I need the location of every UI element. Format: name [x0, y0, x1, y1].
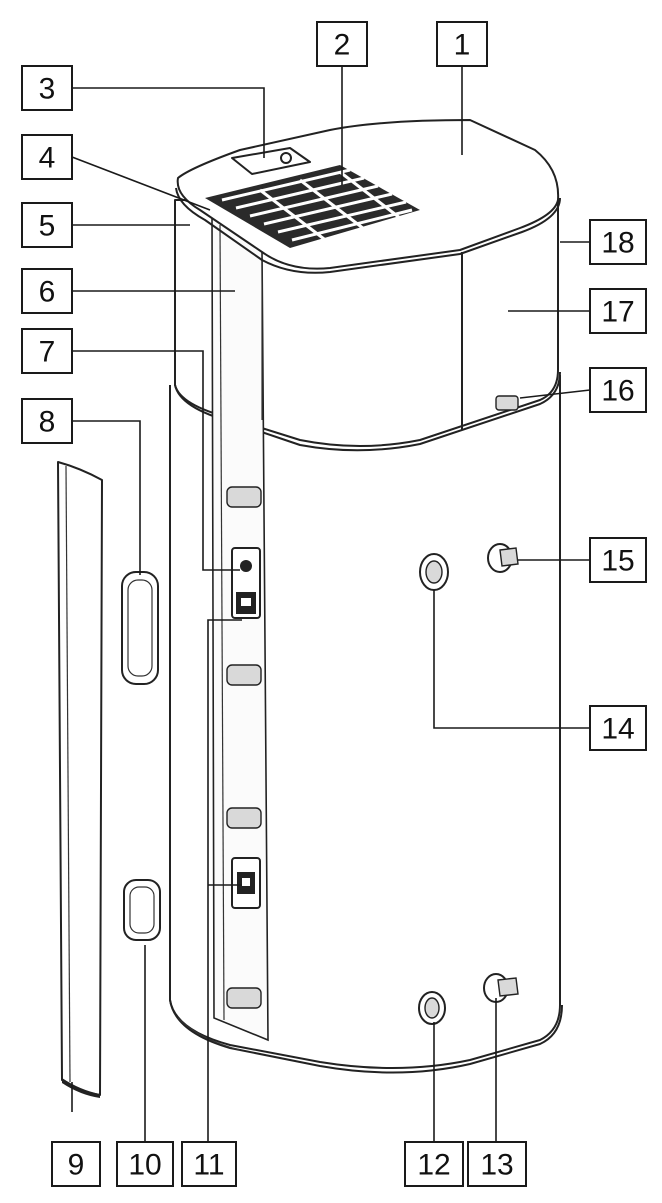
callout-8: 8: [21, 398, 73, 444]
callout-5-text: 5: [39, 210, 56, 243]
callout-18: 18: [589, 219, 647, 265]
callout-18-text: 18: [601, 227, 634, 260]
callout-7: 7: [21, 328, 73, 374]
callout-2: 2: [316, 21, 368, 67]
callout-9-text: 9: [68, 1149, 85, 1182]
callout-12: 12: [404, 1141, 464, 1187]
callout-17-text: 17: [601, 296, 634, 329]
callout-15: 15: [589, 537, 647, 583]
callout-1-text: 1: [454, 29, 471, 62]
callout-9: 9: [51, 1141, 101, 1187]
mounting-slots: [226, 486, 262, 1009]
callout-1: 1: [436, 21, 488, 67]
leader-lines: [71, 60, 591, 1142]
callout-16: 16: [589, 367, 647, 413]
callout-17: 17: [589, 288, 647, 334]
callout-15-text: 15: [601, 545, 634, 578]
callout-6-text: 6: [39, 276, 56, 309]
callout-4-text: 4: [39, 142, 56, 175]
pipe-fittings: [418, 543, 519, 1025]
callout-11-text: 11: [193, 1149, 224, 1182]
callout-8-text: 8: [39, 406, 56, 439]
callout-10-text: 10: [128, 1149, 161, 1182]
callout-3: 3: [21, 65, 73, 111]
callout-3-text: 3: [39, 73, 56, 106]
callout-13-text: 13: [480, 1149, 513, 1182]
callout-12-text: 12: [417, 1149, 450, 1182]
callout-11: 11: [181, 1141, 237, 1187]
callout-10: 10: [116, 1141, 174, 1187]
callout-2-text: 2: [334, 29, 351, 62]
air-vent-grille: [205, 165, 420, 248]
callout-5: 5: [21, 202, 73, 248]
water-heater-body: [121, 119, 563, 1074]
callout-6: 6: [21, 268, 73, 314]
callout-14: 14: [589, 705, 647, 751]
front-panel-strip: [57, 461, 103, 1098]
callout-7-text: 7: [39, 336, 56, 369]
callout-13: 13: [467, 1141, 527, 1187]
callout-4: 4: [21, 134, 73, 180]
callout-14-text: 14: [601, 713, 634, 746]
callout-16-text: 16: [601, 375, 634, 408]
